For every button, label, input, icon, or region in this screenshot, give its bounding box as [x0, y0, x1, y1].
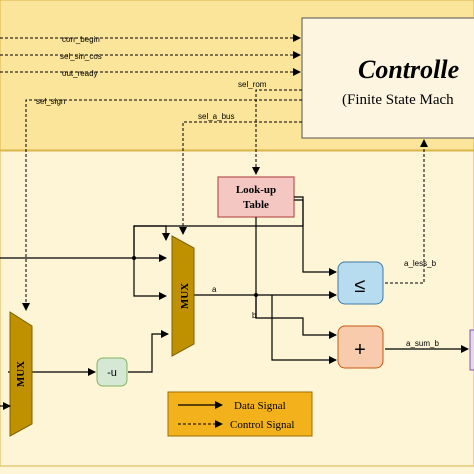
- negate-to-mux-wire: [128, 330, 169, 373]
- controller-subtitle: (Finite State Mach: [342, 92, 454, 108]
- adder-symbol: +: [354, 339, 366, 361]
- adder-block: [337, 325, 384, 369]
- compare-block: [337, 261, 384, 305]
- sel-rom-line: [252, 89, 302, 175]
- sel-rom-label: sel_rom: [238, 80, 267, 89]
- negate-block: [96, 357, 128, 387]
- lookup-table-label-2: Table: [243, 199, 269, 211]
- sel-sign-line: [22, 99, 302, 311]
- sel-sign-label: sel_sign: [36, 97, 65, 106]
- lookup-table-label-1: Look-up: [236, 184, 276, 196]
- legend-data-label: Data Signal: [234, 400, 286, 412]
- a-to-add-wire: [271, 295, 337, 364]
- legend-control-label: Control Signal: [230, 419, 294, 431]
- left-mux-label: MUX: [15, 361, 27, 387]
- controller-title: Controlle: [358, 55, 459, 84]
- controller-box: [301, 17, 474, 139]
- compare-symbol: ≤: [355, 275, 366, 297]
- lut-to-compare-wire: [294, 196, 337, 276]
- sel-a-bus-label: sel_a_bus: [198, 112, 234, 121]
- a-less-b-feedback-line: [385, 139, 428, 284]
- sel-sin-cos-label: sel_sin_cos: [60, 52, 102, 61]
- lut-feed-mux-wire: [133, 225, 170, 258]
- legend-box: [167, 391, 313, 437]
- input-to-mux-mid-wire: [133, 258, 167, 300]
- negate-label: -u: [107, 367, 117, 379]
- b-to-add-wire: [255, 226, 337, 339]
- a-sum-b-label: a_sum_b: [406, 339, 439, 348]
- main-mux: [171, 235, 195, 357]
- a-label: a: [212, 285, 217, 294]
- output-block: [469, 329, 474, 371]
- left-mux: [9, 311, 33, 437]
- a-less-b-label: a_less_b: [404, 259, 437, 268]
- b-label: b: [252, 311, 257, 320]
- out-ready-label: out_ready: [62, 69, 98, 78]
- main-mux-label: MUX: [179, 283, 191, 309]
- corr-begin-label: corr_begin: [62, 35, 100, 44]
- lookup-table-box: [217, 176, 295, 218]
